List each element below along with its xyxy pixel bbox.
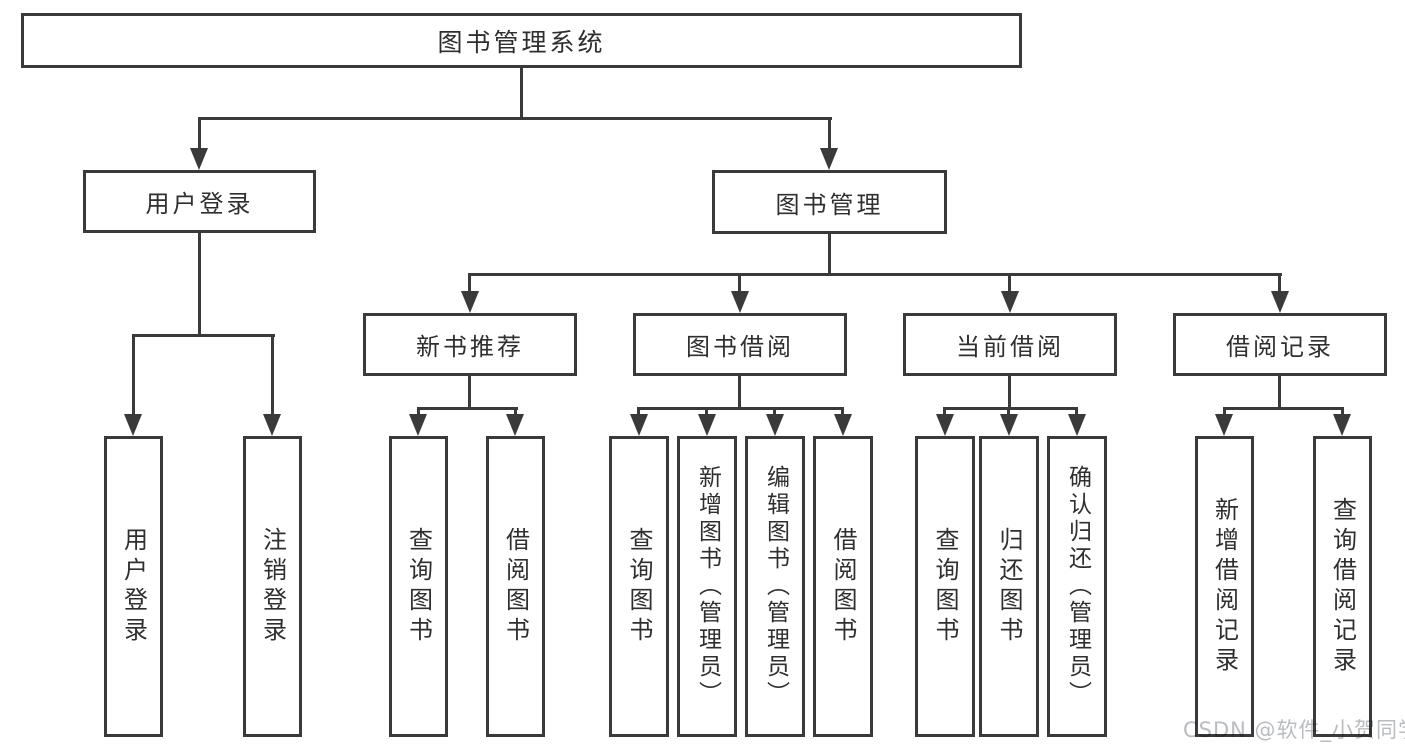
connector-line (198, 233, 201, 336)
connector-line (132, 334, 275, 337)
node-current-borrowing: 当前借阅 (903, 313, 1117, 376)
connector-line (468, 273, 471, 293)
connector-line (1008, 376, 1011, 410)
connector-line (637, 407, 844, 410)
arrowhead-icon (731, 291, 749, 313)
leaf-edit-books-admin: 编辑图书（管理员） (745, 436, 805, 737)
leaf-query-borrow-record-label: 查询借阅记录 (1328, 496, 1357, 677)
node-new-book-recommendation-label: 新书推荐 (416, 333, 524, 361)
connector-line (468, 273, 1282, 276)
node-new-book-recommendation: 新书推荐 (363, 313, 577, 376)
connector-line (198, 117, 832, 120)
arrowhead-icon (820, 148, 838, 170)
arrowhead-icon (1001, 291, 1019, 313)
arrowhead-icon (506, 414, 524, 436)
connector-line (637, 407, 640, 417)
node-book-borrowing: 图书借阅 (633, 313, 847, 376)
connector-line (514, 407, 517, 417)
connector-line (417, 407, 420, 417)
connector-line (1008, 273, 1011, 293)
leaf-user-login-label: 用户登录 (119, 526, 148, 647)
leaf-borrow-books-label: 借阅图书 (829, 526, 857, 647)
connector-line (1223, 407, 1226, 417)
leaf-query-borrow-record: 查询借阅记录 (1313, 436, 1372, 737)
leaf-query-books-borrow: 查询图书 (609, 436, 669, 737)
leaf-confirm-return-admin-label: 确认归还（管理员） (1064, 465, 1091, 708)
node-root: 图书管理系统 (21, 13, 1022, 68)
connector-line (828, 234, 831, 276)
arrowhead-icon (1333, 414, 1351, 436)
leaf-borrow-books-recommend: 借阅图书 (486, 436, 545, 737)
csdn-watermark: CSDN @软件_小贺同学 (1183, 718, 1405, 742)
leaf-user-login: 用户登录 (104, 436, 163, 737)
connector-line (1075, 407, 1078, 417)
connector-line (773, 407, 776, 417)
arrowhead-icon (834, 414, 852, 436)
connector-line (1007, 407, 1010, 417)
node-book-management-label: 图书管理 (775, 190, 884, 219)
arrowhead-icon (936, 414, 954, 436)
arrowhead-icon (190, 148, 208, 170)
node-user-login-label: 用户登录 (145, 190, 254, 218)
connector-line (943, 407, 946, 417)
arrowhead-icon (1068, 414, 1086, 436)
leaf-add-books-admin: 新增图书（管理员） (677, 436, 737, 737)
node-borrowing-records-label: 借阅记录 (1226, 333, 1334, 361)
connector-line (943, 407, 1077, 410)
connector-line (271, 334, 274, 416)
arrowhead-icon (461, 291, 479, 313)
arrowhead-icon (1271, 291, 1289, 313)
node-current-borrowing-label: 当前借阅 (956, 333, 1064, 361)
arrowhead-icon (124, 414, 142, 436)
connector-line (828, 117, 831, 149)
leaf-add-borrow-record: 新增借阅记录 (1195, 436, 1254, 737)
node-user-login: 用户登录 (83, 170, 316, 233)
leaf-borrow-books: 借阅图书 (813, 436, 873, 737)
leaf-return-books-label: 归还图书 (995, 526, 1023, 647)
leaf-confirm-return-admin: 确认归还（管理员） (1047, 436, 1107, 737)
arrowhead-icon (1000, 414, 1018, 436)
node-book-borrowing-label: 图书借阅 (686, 333, 794, 361)
connector-line (1341, 407, 1344, 417)
connector-line (1278, 376, 1281, 410)
leaf-return-books: 归还图书 (979, 436, 1039, 737)
connector-line (738, 376, 741, 410)
arrowhead-icon (698, 414, 716, 436)
leaf-query-books-recommend-label: 查询图书 (404, 526, 433, 647)
node-book-management: 图书管理 (712, 170, 947, 234)
node-root-label: 图书管理系统 (437, 27, 606, 57)
leaf-add-books-admin-label: 新增图书（管理员） (694, 465, 721, 708)
connector-line (468, 376, 471, 410)
leaf-logout-label: 注销登录 (258, 526, 287, 647)
node-borrowing-records: 借阅记录 (1173, 313, 1387, 376)
leaf-query-books-recommend: 查询图书 (389, 436, 448, 737)
arrowhead-icon (409, 414, 427, 436)
connector-line (132, 334, 135, 416)
connector-line (841, 407, 844, 417)
arrowhead-icon (630, 414, 648, 436)
connector-line (1278, 273, 1281, 293)
leaf-edit-books-admin-label: 编辑图书（管理员） (762, 465, 789, 708)
leaf-query-books-borrow-label: 查询图书 (625, 526, 653, 647)
connector-line (198, 117, 201, 149)
connector-line (520, 68, 523, 118)
arrowhead-icon (263, 414, 281, 436)
leaf-add-borrow-record-label: 新增借阅记录 (1210, 496, 1239, 677)
leaf-logout: 注销登录 (243, 436, 302, 737)
leaf-query-books-current-label: 查询图书 (931, 526, 959, 647)
connector-line (705, 407, 708, 417)
leaf-query-books-current: 查询图书 (915, 436, 975, 737)
arrowhead-icon (1215, 414, 1233, 436)
connector-line (417, 407, 518, 410)
connector-line (738, 273, 741, 293)
arrowhead-icon (766, 414, 784, 436)
connector-line (1223, 407, 1344, 410)
leaf-borrow-books-recommend-label: 借阅图书 (501, 526, 530, 647)
